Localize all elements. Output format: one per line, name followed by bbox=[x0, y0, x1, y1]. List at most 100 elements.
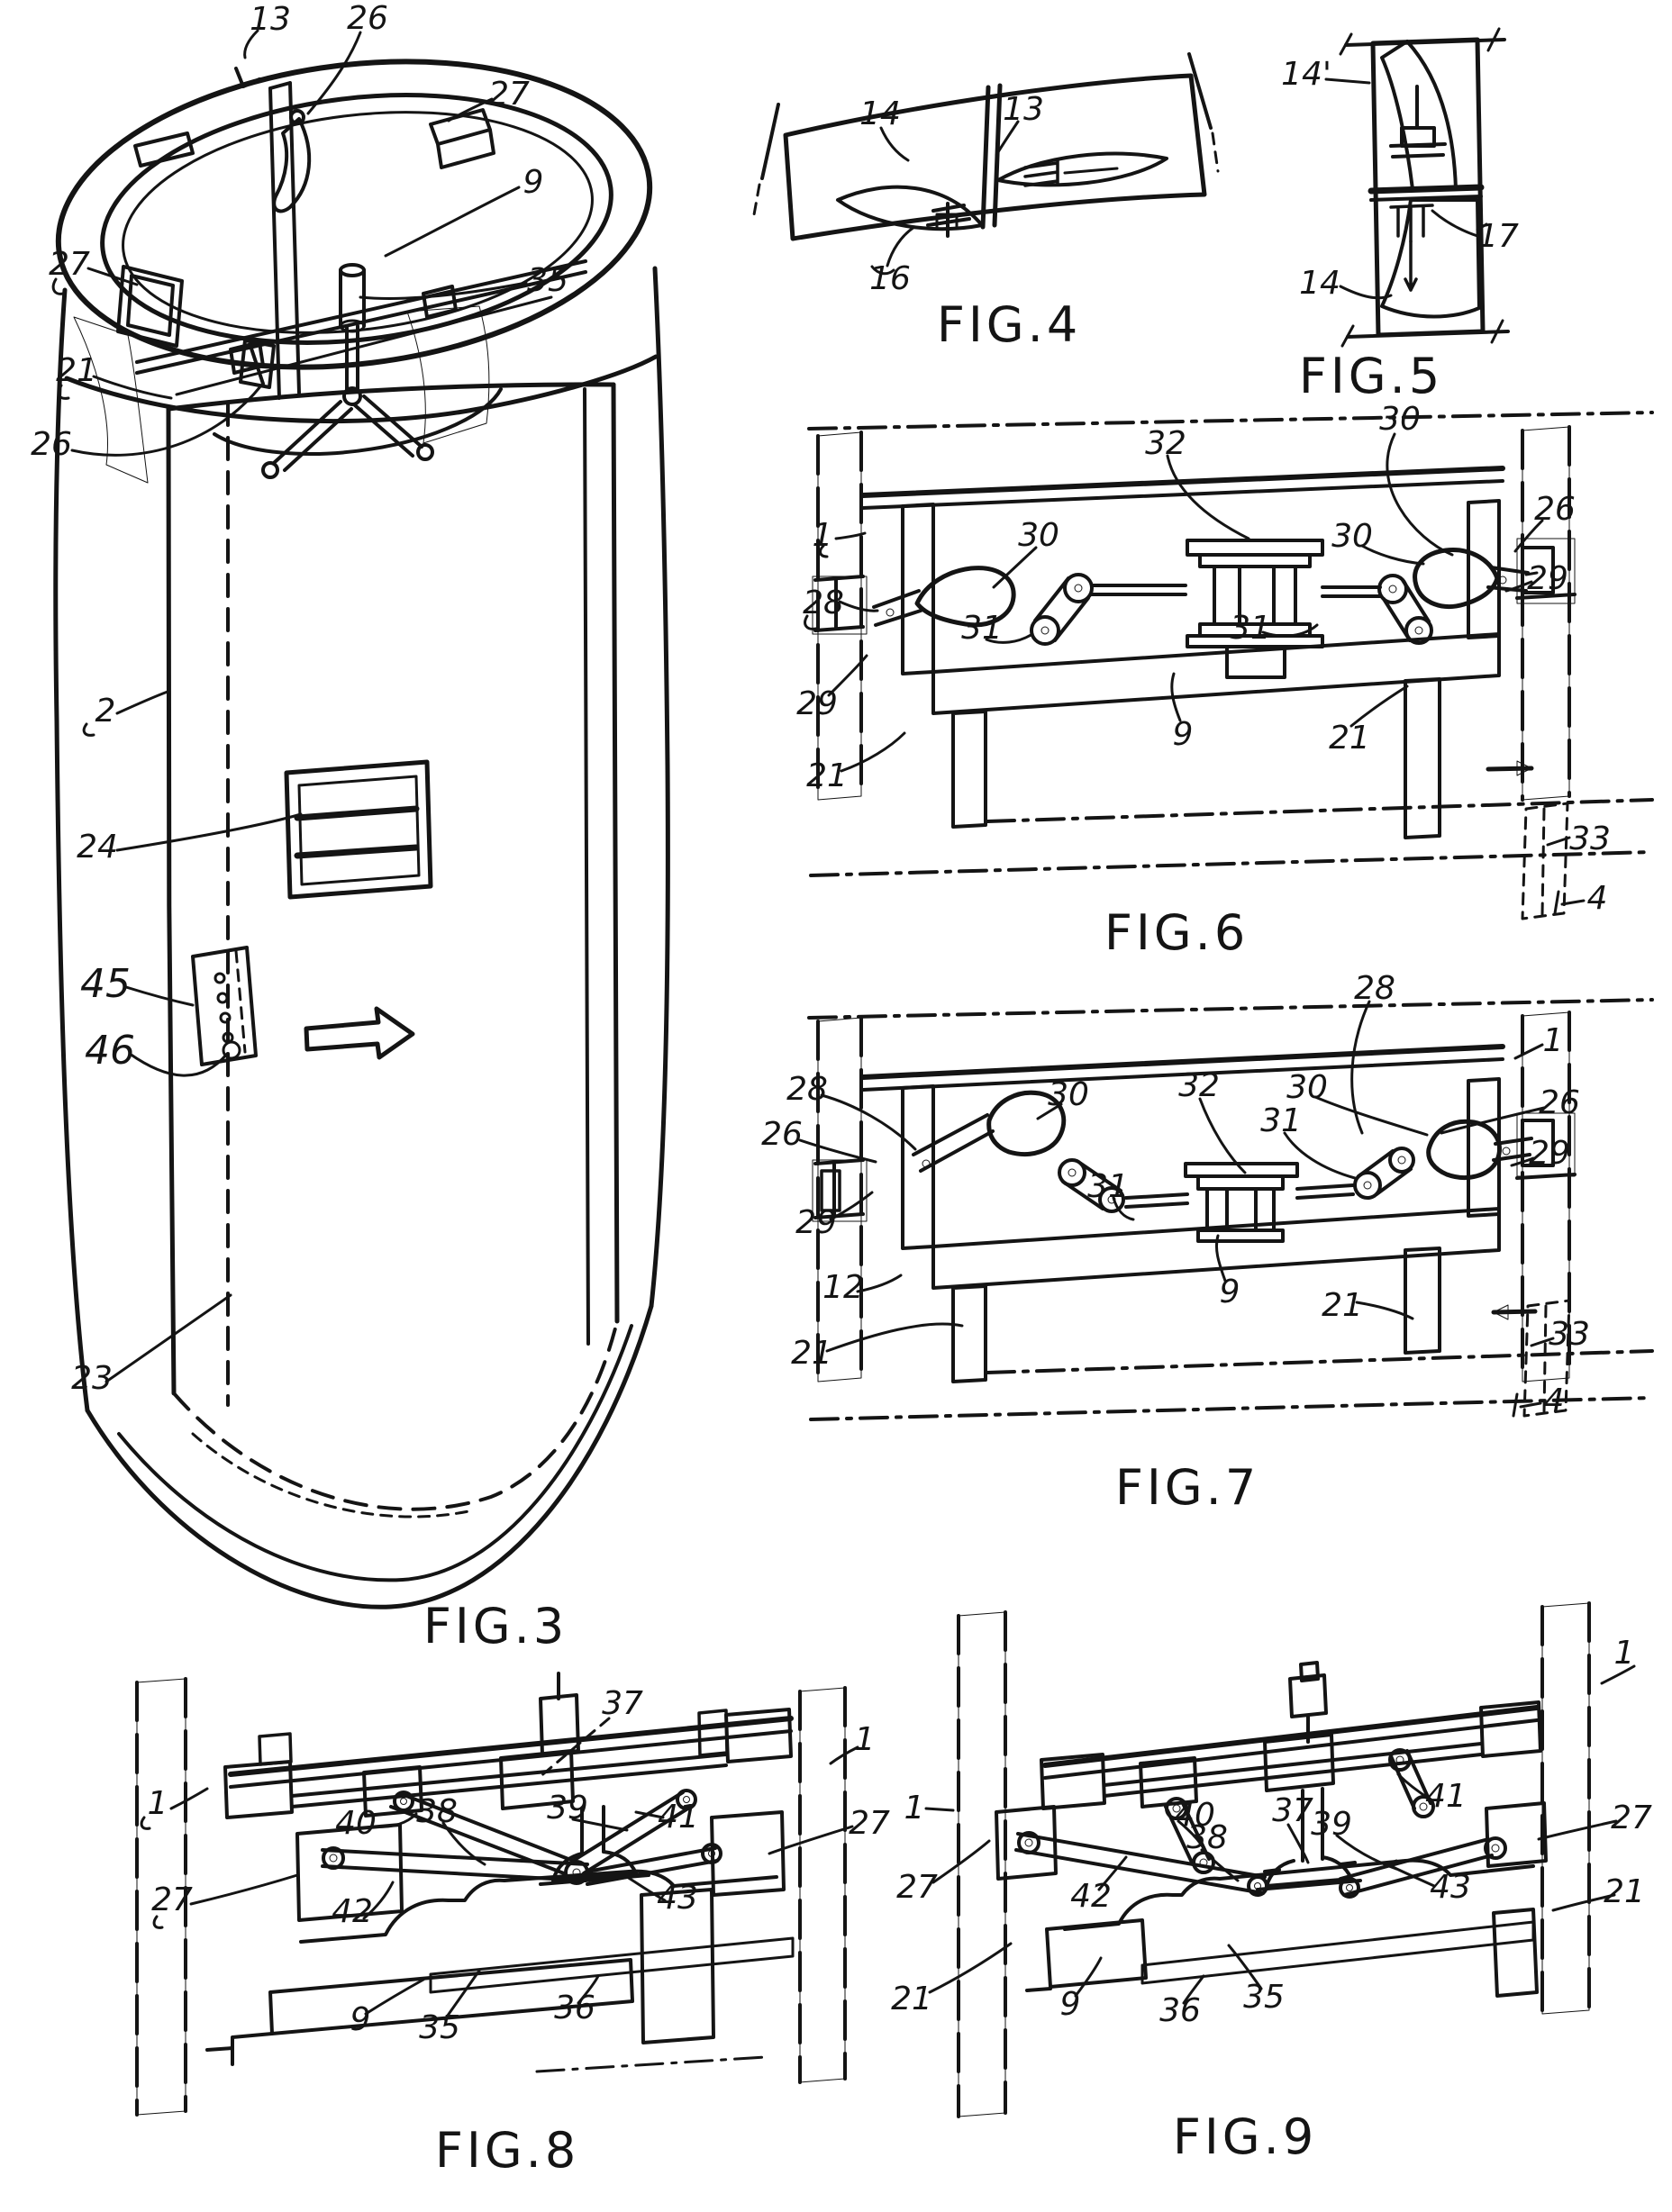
friction-block-right bbox=[1485, 1801, 1548, 1868]
fig7-ref-21-15: 21 bbox=[1322, 1287, 1363, 1324]
fig6-ref-29-10: 29 bbox=[796, 685, 838, 722]
fig9-ref-1-0: 1 bbox=[904, 1790, 925, 1827]
fig6-ref-28-4: 28 bbox=[803, 585, 844, 621]
fig7-ref-26-8: 26 bbox=[761, 1116, 803, 1153]
fig7-ref-30-5: 30 bbox=[1286, 1069, 1328, 1106]
fig9-ref-37-5: 37 bbox=[1272, 1792, 1313, 1829]
right-bellcrank bbox=[1426, 1119, 1502, 1180]
fig6-ref-32-0: 32 bbox=[1145, 425, 1186, 462]
granular-strip bbox=[1140, 1920, 1535, 1985]
fig7-ref-33-16: 33 bbox=[1549, 1316, 1590, 1353]
fig5-wall-section-drawing bbox=[1324, 27, 1510, 348]
fig9-ref-42-8: 42 bbox=[1070, 1878, 1112, 1915]
right-bellcrank bbox=[1413, 548, 1500, 609]
fig8-linkage-drawing bbox=[135, 1672, 859, 2117]
fig8-ref-41-6: 41 bbox=[658, 1799, 699, 1836]
fig3-ref-35-4: 35 bbox=[527, 262, 568, 299]
fig8-ref-35-10: 35 bbox=[419, 2009, 460, 2046]
partition-plate bbox=[268, 81, 301, 400]
fig7-ref-12-12: 12 bbox=[822, 1269, 864, 1306]
central-actuator bbox=[1186, 539, 1324, 557]
fig3-ref-9-3: 9 bbox=[522, 164, 544, 201]
fig8-ref-27-12: 27 bbox=[849, 1805, 890, 1842]
lid-notch bbox=[234, 67, 261, 88]
fig4-caption: FIG.4 bbox=[936, 296, 1082, 353]
strip-33 bbox=[1521, 802, 1569, 920]
fig6-mechanism-drawing bbox=[804, 411, 1654, 920]
fig7-mechanism-drawing bbox=[798, 998, 1654, 1421]
insulation-stipple-left bbox=[73, 316, 149, 484]
side-window bbox=[116, 265, 184, 348]
fig8-caption: FIG.8 bbox=[434, 2122, 580, 2179]
fig4-shell-joint-drawing bbox=[751, 52, 1220, 276]
fig6-ref-30-3: 30 bbox=[1018, 517, 1059, 554]
fig6-ref-1-2: 1 bbox=[812, 517, 833, 554]
fig4-ref-13-1: 13 bbox=[1003, 91, 1044, 128]
fig6-ref-9-12: 9 bbox=[1172, 716, 1194, 753]
fig8-ref-42-7: 42 bbox=[332, 1893, 373, 1930]
fig6-ref-29-8: 29 bbox=[1527, 560, 1568, 597]
fig4-ref-16-2: 16 bbox=[869, 260, 911, 297]
fig7-ref-9-13: 9 bbox=[1219, 1274, 1240, 1310]
support-platform bbox=[931, 1207, 1501, 1290]
fig8-ref-43-8: 43 bbox=[657, 1880, 698, 1917]
fig8-ref-38-4: 38 bbox=[416, 1793, 458, 1830]
fig7-ref-26-7: 26 bbox=[1539, 1084, 1580, 1121]
fig9-ref-35-12: 35 bbox=[1243, 1979, 1285, 2016]
fig7-ref-21-14: 21 bbox=[791, 1335, 832, 1372]
left-bellcrank bbox=[986, 1090, 1067, 1156]
door-edge-left bbox=[166, 406, 177, 1396]
fig8-ref-40-3: 40 bbox=[335, 1805, 377, 1842]
direction-arrow bbox=[304, 1006, 415, 1060]
fig7-ref-4-17: 4 bbox=[1543, 1382, 1565, 1419]
strip-33 bbox=[1522, 1299, 1571, 1418]
fig7-ref-31-11: 31 bbox=[1087, 1168, 1129, 1205]
fig6-ref-33-14: 33 bbox=[1569, 820, 1611, 857]
keypad-panel bbox=[191, 946, 258, 1066]
fig5-caption: FIG.5 bbox=[1298, 348, 1444, 404]
fig5-ref-14'-0: 14' bbox=[1281, 56, 1331, 93]
fig7-ref-31-6: 31 bbox=[1260, 1102, 1302, 1139]
fig6-ref-30-1: 30 bbox=[1379, 401, 1421, 438]
fig4-ref-14-0: 14 bbox=[859, 95, 901, 132]
center-post bbox=[539, 1672, 580, 1756]
fig9-ref-39-6: 39 bbox=[1311, 1806, 1352, 1843]
fig7-ref-28-2: 28 bbox=[786, 1071, 828, 1108]
center-post bbox=[1288, 1661, 1328, 1744]
friction-block-left bbox=[295, 1823, 404, 1922]
fig8-ref-1-1: 1 bbox=[147, 1785, 168, 1822]
fig3-ref-13-0: 13 bbox=[250, 1, 291, 38]
molded-platform bbox=[1063, 1858, 1535, 1931]
fig3-ref-2-8: 2 bbox=[95, 693, 116, 730]
fig7-ref-30-3: 30 bbox=[1048, 1076, 1089, 1113]
fig3-ref-27-5: 27 bbox=[49, 246, 90, 283]
louver-hatch bbox=[284, 759, 433, 900]
fig9-linkage-drawing bbox=[924, 1601, 1636, 2118]
fig6-caption: FIG.6 bbox=[1104, 904, 1249, 961]
fig7-ref-32-4: 32 bbox=[1178, 1067, 1220, 1104]
fig8-ref-9-9: 9 bbox=[350, 2001, 371, 2038]
fig6-ref-30-6: 30 bbox=[1331, 518, 1373, 555]
fig8-ref-27-2: 27 bbox=[151, 1881, 193, 1918]
fig3-ref-27-2: 27 bbox=[488, 76, 530, 113]
release-arrow bbox=[1493, 1304, 1509, 1320]
fig9-ref-27-1: 27 bbox=[896, 1869, 938, 1906]
fig6-ref-26-7: 26 bbox=[1534, 491, 1576, 528]
cross-rod bbox=[135, 259, 587, 375]
fig8-ref-1-13: 1 bbox=[854, 1721, 876, 1758]
fig6-ref-21-11: 21 bbox=[806, 757, 848, 794]
fig5-ref-14-2: 14 bbox=[1299, 265, 1340, 302]
fig3-ref-23-12: 23 bbox=[71, 1360, 113, 1397]
fig9-ref-1-13: 1 bbox=[1613, 1635, 1635, 1672]
fig3-ref-26-7: 26 bbox=[31, 426, 72, 463]
door-edge-right bbox=[611, 382, 621, 1324]
fig3-ref-21-6: 21 bbox=[56, 352, 97, 389]
fig6-ref-4-15: 4 bbox=[1586, 880, 1608, 917]
fig6-ref-31-9: 31 bbox=[1230, 610, 1271, 647]
fig9-ref-21-15: 21 bbox=[1604, 1873, 1645, 1910]
fig9-ref-40-3: 40 bbox=[1174, 1797, 1215, 1834]
fig8-ref-39-5: 39 bbox=[547, 1790, 588, 1827]
fig3-ref-45-10: 45 bbox=[80, 961, 131, 1007]
fig9-ref-41-7: 41 bbox=[1425, 1778, 1467, 1815]
